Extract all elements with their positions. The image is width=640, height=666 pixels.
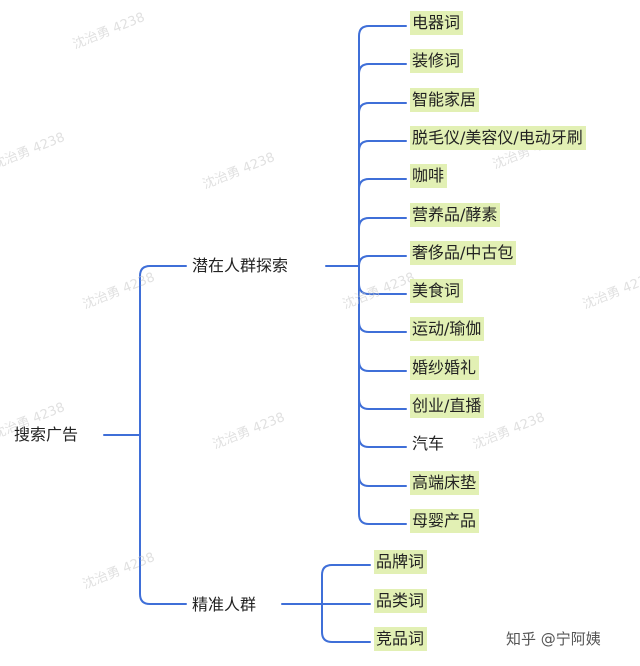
leaf-node-label: 美食词 xyxy=(410,279,464,303)
leaf-node-label: 电器词 xyxy=(410,11,464,35)
connector-to-leaf xyxy=(358,140,407,267)
connector-to-leaf xyxy=(358,178,407,267)
leaf-node-label: 创业/直播 xyxy=(410,394,485,418)
connector-to-leaf xyxy=(358,265,407,525)
connector-to-latent-audience xyxy=(139,265,187,436)
connector-to-leaf xyxy=(358,255,407,267)
leaf-node-label: 品牌词 xyxy=(374,550,428,574)
leaf-node-label: 智能家居 xyxy=(410,88,480,112)
root-node-label: 搜索广告 xyxy=(14,425,79,444)
branch-node-label-latent-audience: 潜在人群探索 xyxy=(192,256,289,275)
connector-to-leaf xyxy=(358,217,407,267)
branch-node-label-precise-audience: 精准人群 xyxy=(192,595,257,614)
leaf-node-label: 高端床垫 xyxy=(410,471,480,495)
leaf-node-label: 汽车 xyxy=(412,434,445,453)
connector-to-leaf xyxy=(321,603,371,643)
leaf-node-label: 咖啡 xyxy=(410,164,448,188)
connector-to-leaf xyxy=(321,564,371,605)
connector-to-leaf xyxy=(358,102,407,267)
leaf-node-label: 脱毛仪/美容仪/电动牙刷 xyxy=(410,126,586,150)
leaf-node-label: 竞品词 xyxy=(374,627,428,651)
leaf-node-label: 奢侈品/中古包 xyxy=(410,241,517,265)
connector-to-precise-audience xyxy=(139,434,187,605)
leaf-node-label: 婚纱婚礼 xyxy=(410,356,480,380)
connector-to-leaf xyxy=(358,25,407,267)
leaf-node-label: 运动/瑜伽 xyxy=(410,317,485,341)
footer-attribution: 知乎 @宁阿姨 xyxy=(506,630,601,648)
leaf-node-label: 营养品/酵素 xyxy=(410,203,501,227)
leaf-node-label: 母婴产品 xyxy=(410,509,480,533)
leaf-node-label: 品类词 xyxy=(374,589,428,613)
connector-to-leaf xyxy=(358,63,407,267)
leaf-node-label: 装修词 xyxy=(410,49,464,73)
